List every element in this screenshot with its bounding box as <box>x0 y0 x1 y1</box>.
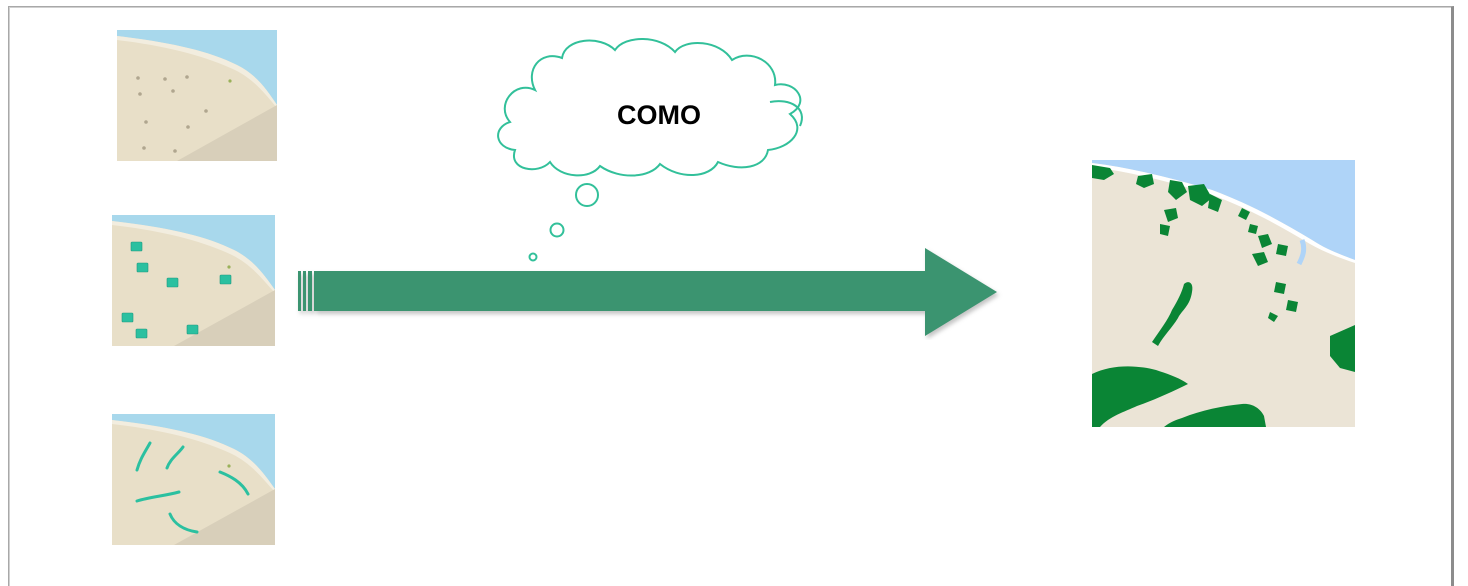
process-arrow <box>298 248 997 336</box>
thought-cloud: COMO <box>497 38 803 262</box>
output-map-result <box>1092 160 1355 427</box>
cloud-label: COMO <box>617 100 701 130</box>
input-map-points <box>117 30 277 161</box>
input-map-lines <box>112 414 275 545</box>
input-map-squares <box>112 215 275 346</box>
